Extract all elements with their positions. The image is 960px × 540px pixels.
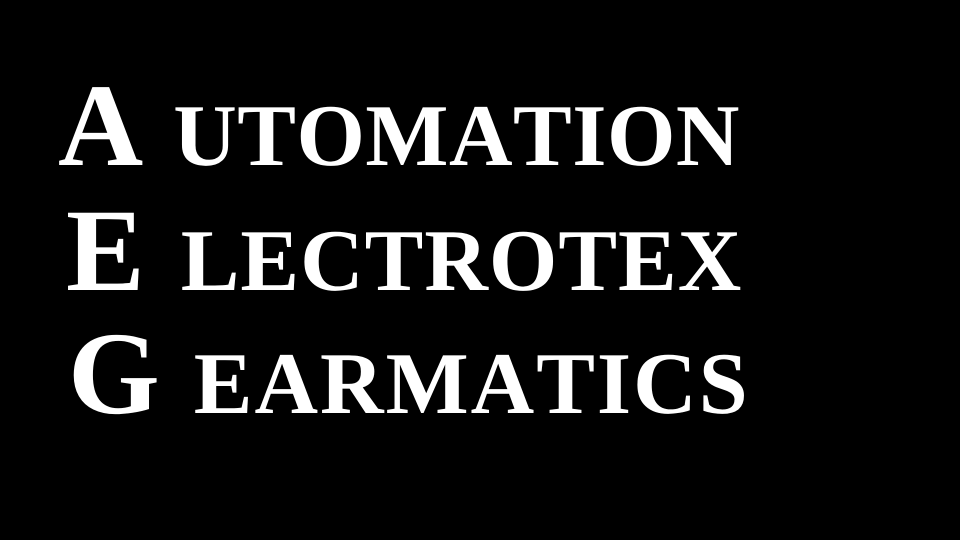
drop-cap-letter-a: A bbox=[58, 60, 144, 191]
drop-cap-letter-e: E bbox=[66, 185, 145, 316]
logo-line-electrotex-remainder: LECTROTEX bbox=[180, 213, 743, 310]
logo-line-gearmatics-remainder: EARMATICS bbox=[193, 336, 750, 433]
logo-line-automation-remainder: UTOMATION bbox=[173, 88, 740, 185]
drop-cap-letter-g: G bbox=[68, 308, 160, 439]
